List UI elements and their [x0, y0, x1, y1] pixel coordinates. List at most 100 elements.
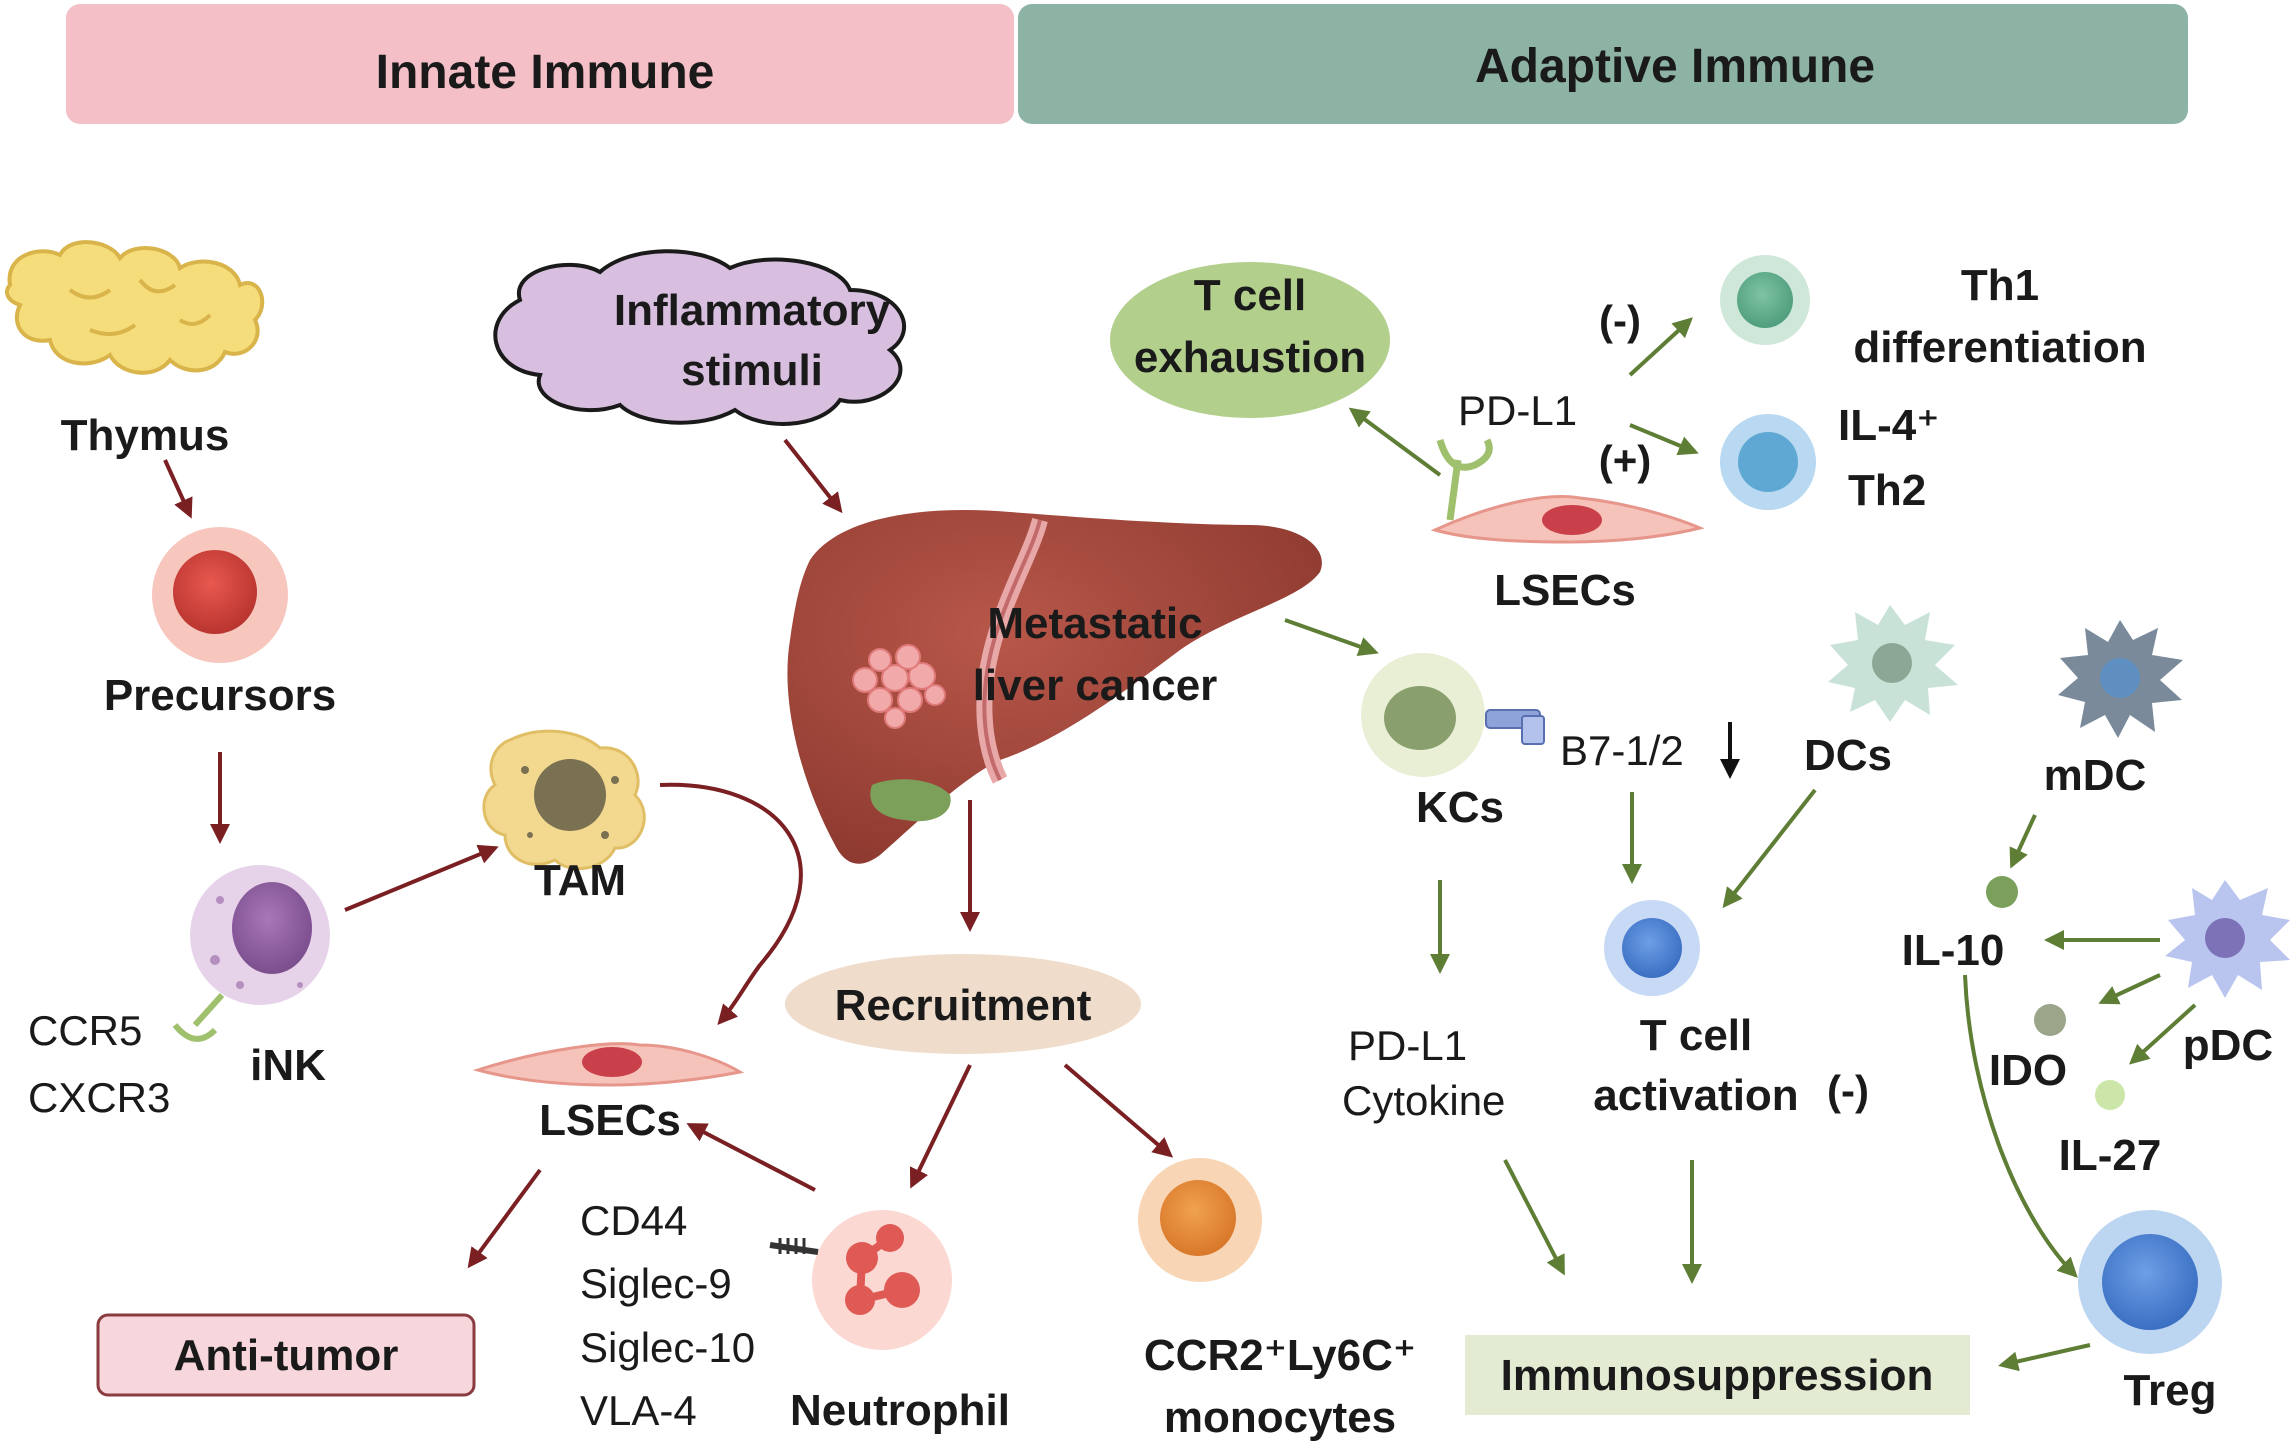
th1-label-line2: differentiation [1853, 323, 2146, 372]
mdc-cell [2058, 620, 2183, 738]
arrow-liver-kcs [1284, 618, 1379, 657]
receptor-label-1: CD44 [580, 1197, 687, 1244]
th2-label-line2: Th2 [1848, 466, 1926, 515]
ccr5-receptor-icon [172, 992, 225, 1042]
monocyte-cell [1138, 1158, 1262, 1282]
lsecs-adaptive-label: LSECs [1494, 566, 1636, 615]
monocytes-label-line2: monocytes [1164, 1393, 1396, 1442]
innate-arrows [163, 438, 1174, 1269]
t-cell-exhaustion-bubble [1110, 262, 1390, 418]
adaptive-arrows [1284, 317, 2197, 1372]
arrow-il10-treg [1963, 974, 2078, 1278]
arrow-treg-immuno [1998, 1343, 2091, 1372]
recruitment-bubble [785, 954, 1141, 1054]
t-cell-exhaustion-label-line1: T cell [1194, 271, 1307, 320]
arrow-pdc-il27 [2129, 1003, 2197, 1065]
adaptive-banner [1018, 4, 2188, 124]
arrow-pdl1-th1 [1628, 317, 1693, 377]
precursor-cell [152, 527, 288, 663]
il27-label: IL-27 [2059, 1131, 2162, 1180]
lsec-cell-innate [472, 1042, 745, 1087]
arrow-thymus-precursors [163, 459, 193, 519]
arrow-lsecs-exhaustion [1348, 407, 1442, 477]
anti-tumor-box [96, 1313, 476, 1397]
treg-label: Treg [2124, 1366, 2217, 1415]
th2-label-line1: IL-4⁺ [1838, 401, 1939, 450]
liver-illustration [787, 509, 1322, 864]
t-cell-exhaustion-label-line2: exhaustion [1134, 333, 1366, 382]
dcs-label: DCs [1804, 731, 1892, 780]
arrow-ink-tam [344, 844, 499, 912]
b7-label: B7-1/2 [1560, 727, 1684, 774]
immunosuppression-box [1465, 1335, 1970, 1415]
arrow-stimuli-liver [783, 438, 843, 514]
mdc-label: mDC [2044, 751, 2147, 800]
il10-molecule [1986, 876, 2018, 908]
arrow-dcs-tcell [1722, 788, 1817, 909]
lsecs-innate-label: LSECs [539, 1096, 681, 1145]
b7-receptor-icon [1485, 709, 1545, 745]
pdl1-receptor-icon [1436, 438, 1493, 521]
innate-banner-label: Innate Immune [376, 46, 715, 99]
thymus-label: Thymus [61, 411, 230, 460]
arrow-pdc-ido [2098, 973, 2161, 1005]
t-cell-activation-minus: (-) [1827, 1067, 1869, 1114]
minus-label: (-) [1599, 297, 1641, 344]
adaptive-banner-label: Adaptive Immune [1475, 40, 1875, 93]
recruitment-label: Recruitment [835, 981, 1092, 1030]
pdc-label: pDC [2183, 1021, 2273, 1070]
neutrophil-label: Neutrophil [790, 1386, 1010, 1435]
monocytes-label-line1: CCR2⁺Ly6C⁺ [1144, 1331, 1416, 1380]
pdl1-cytokine-label-line1: PD-L1 [1348, 1022, 1467, 1069]
tam-label: TAM [534, 856, 626, 905]
th2-cell [1720, 414, 1816, 510]
pdl1-cytokine-label-line2: Cytokine [1342, 1077, 1505, 1124]
precursors-label: Precursors [104, 671, 336, 720]
th1-cell [1720, 255, 1810, 345]
thymus-illustration [5, 240, 265, 375]
th1-label-line1: Th1 [1961, 261, 2039, 310]
ink-cell [190, 865, 330, 1005]
ink-label: iNK [250, 1041, 326, 1090]
inflammatory-label-line2: stimuli [681, 346, 823, 395]
arrow-lsecs-antitumor [467, 1168, 542, 1269]
kc-cell [1361, 653, 1485, 777]
ccr5-label: CCR5 [28, 1007, 142, 1054]
inflammatory-label-line1: Inflammatory [614, 286, 891, 335]
pdc-cell [2165, 880, 2290, 998]
arrow-mdc-il10 [2009, 814, 2037, 869]
receptor-label-4: VLA-4 [580, 1387, 697, 1434]
ido-molecule [2034, 1004, 2066, 1036]
arrow-tam-lsecs [659, 782, 803, 1026]
anti-tumor-label: Anti-tumor [174, 1331, 399, 1380]
tumor-cluster-icon [852, 644, 946, 729]
ido-label: IDO [1989, 1046, 2067, 1095]
il27-molecule [2095, 1080, 2125, 1110]
dc-cell [1828, 605, 1958, 722]
arrow-neutrophil-lsecs [686, 1123, 816, 1192]
liver-label-line2: liver cancer [973, 661, 1218, 710]
il10-label: IL-10 [1902, 926, 2005, 975]
t-cell-activation-label-line1: T cell [1640, 1011, 1753, 1060]
arrow-pdl1-th2 [1629, 423, 1699, 456]
innate-banner [66, 4, 1014, 124]
receptor-label-2: Siglec-9 [580, 1260, 732, 1307]
neutrophil-cell [812, 1210, 952, 1350]
kcs-label: KCs [1416, 783, 1504, 832]
inflammatory-cloud [493, 249, 907, 426]
arrow-recruitment-neutrophil [909, 1064, 972, 1189]
immunosuppression-label: Immunosuppression [1501, 1351, 1934, 1400]
antibody-receptor-icon [769, 1238, 819, 1255]
t-cell-activation-cell [1604, 900, 1700, 996]
lsec-cell-adaptive [1430, 495, 1705, 544]
tam-cell [482, 729, 646, 870]
plus-label: (+) [1599, 437, 1652, 484]
treg-cell [2078, 1210, 2222, 1354]
arrow-pdl1-immuno [1503, 1159, 1565, 1276]
liver-label-line1: Metastatic [987, 599, 1202, 648]
t-cell-activation-label-line2: activation [1593, 1071, 1798, 1120]
cxcr3-label: CXCR3 [28, 1074, 170, 1121]
receptor-label-3: Siglec-10 [580, 1324, 755, 1371]
arrow-recruitment-monocytes [1063, 1063, 1174, 1158]
